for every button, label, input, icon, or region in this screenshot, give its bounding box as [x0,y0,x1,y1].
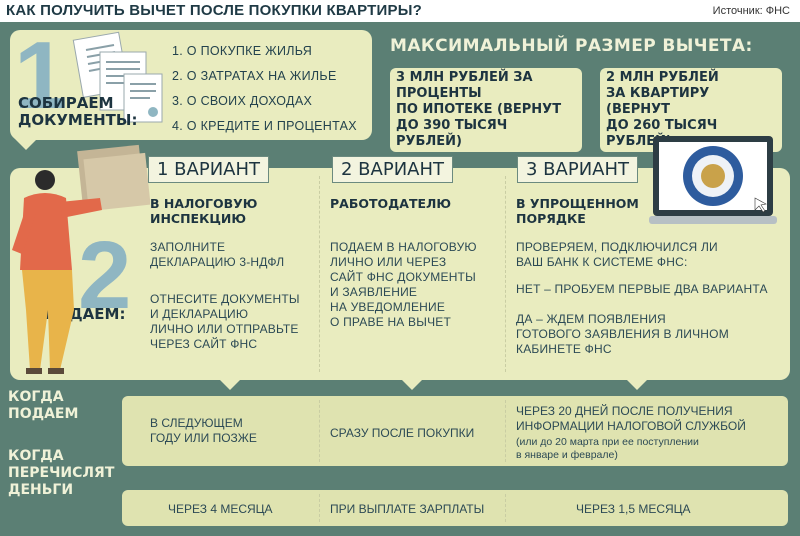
variant-2-heading: РАБОТОДАТЕЛЮ [330,196,452,211]
column-pointer [625,378,649,390]
document-list-item: 1. О ПОКУПКЕ ЖИЛЬЯ [172,44,313,58]
variant-3-label: 3 ВАРИАНТ [517,156,638,183]
column-pointer [218,378,242,390]
when-paid-row [122,490,788,526]
column-divider [505,176,506,372]
variant-3-step-c: ДА – ЖДЕМ ПОЯВЛЕНИЯ ГОТОВОГО ЗАЯВЛЕНИЯ В… [516,312,729,356]
when-submit-variant-1: В СЛЕДУЮЩЕМ ГОДУ ИЛИ ПОЗЖЕ [150,416,257,445]
when-submit-label: КОГДА ПОДАЕМ [8,389,79,422]
variant-1-heading: В НАЛОГОВУЮ ИНСПЕКЦИЮ [150,196,258,226]
when-submit-note: (или до 20 марта при ее поступлении в ян… [516,436,699,461]
person-with-folder-icon [12,144,150,374]
max-deduction-interest: 3 МЛН РУБЛЕЙ ЗА ПРОЦЕНТЫ ПО ИПОТЕКЕ (ВЕР… [390,68,582,152]
variant-3-step-b: НЕТ – ПРОБУЕМ ПЕРВЫЕ ДВА ВАРИАНТА [516,282,768,296]
when-submit-variant-3: ЧЕРЕЗ 20 ДНЕЙ ПОСЛЕ ПОЛУЧЕНИЯ ИНФОРМАЦИИ… [516,404,746,433]
column-divider [505,494,506,522]
column-divider [319,400,320,462]
document-list: 1. О ПОКУПКЕ ЖИЛЬЯ 2. О ЗАТРАТАХ НА ЖИЛЬ… [172,44,357,144]
page-title: КАК ПОЛУЧИТЬ ВЫЧЕТ ПОСЛЕ ПОКУПКИ КВАРТИР… [6,2,422,19]
column-divider [505,400,506,462]
when-paid-variant-2: ПРИ ВЫПЛАТЕ ЗАРПЛАТЫ [330,502,485,516]
when-paid-variant-3: ЧЕРЕЗ 1,5 МЕСЯЦА [576,502,691,516]
variant-2-step-a: ПОДАЕМ В НАЛОГОВУЮ ЛИЧНО ИЛИ ЧЕРЕЗ САЙТ … [330,240,477,329]
document-list-item: 3. О СВОИХ ДОХОДАХ [172,94,313,108]
when-submit-row [122,396,788,466]
variant-1-step-a: ЗАПОЛНИТЕ ДЕКЛАРАЦИЮ 3-НДФЛ [150,240,285,269]
column-divider [319,176,320,372]
variant-2-label: 2 ВАРИАНТ [332,156,453,183]
step1-pointer [14,138,38,150]
document-list-item: 2. О ЗАТРАТАХ НА ЖИЛЬЕ [172,69,337,83]
column-pointer [400,378,424,390]
step1-panel [10,30,372,140]
variant-1-label: 1 ВАРИАНТ [148,156,269,183]
variant-3-heading: В УПРОЩЕННОМ ПОРЯДКЕ [516,196,639,226]
document-list-item: 4. О КРЕДИТЕ И ПРОЦЕНТАХ [172,119,357,133]
when-paid-label: КОГДА ПЕРЕЧИСЛЯТ ДЕНЬГИ [8,448,115,498]
when-paid-variant-1: ЧЕРЕЗ 4 МЕСЯЦА [168,502,273,516]
column-divider [319,494,320,522]
step1-label: СОБИРАЕМ ДОКУМЕНТЫ: [18,94,138,129]
laptop-fns-emblem-icon [649,136,777,224]
source-note: Источник: ФНС [712,5,790,17]
document-stack-icon [72,31,163,123]
step2-number: 2 [78,222,132,329]
max-deduction-title: МАКСИМАЛЬНЫЙ РАЗМЕР ВЫЧЕТА: [390,36,753,56]
variant-1-step-b: ОТНЕСИТЕ ДОКУМЕНТЫ И ДЕКЛАРАЦИЮ ЛИЧНО ИЛ… [150,292,300,351]
when-submit-variant-2: СРАЗУ ПОСЛЕ ПОКУПКИ [330,426,475,440]
variant-3-step-a: ПРОВЕРЯЕМ, ПОДКЛЮЧИЛСЯ ЛИ ВАШ БАНК К СИС… [516,240,718,269]
step1-number: 1 [14,22,68,129]
